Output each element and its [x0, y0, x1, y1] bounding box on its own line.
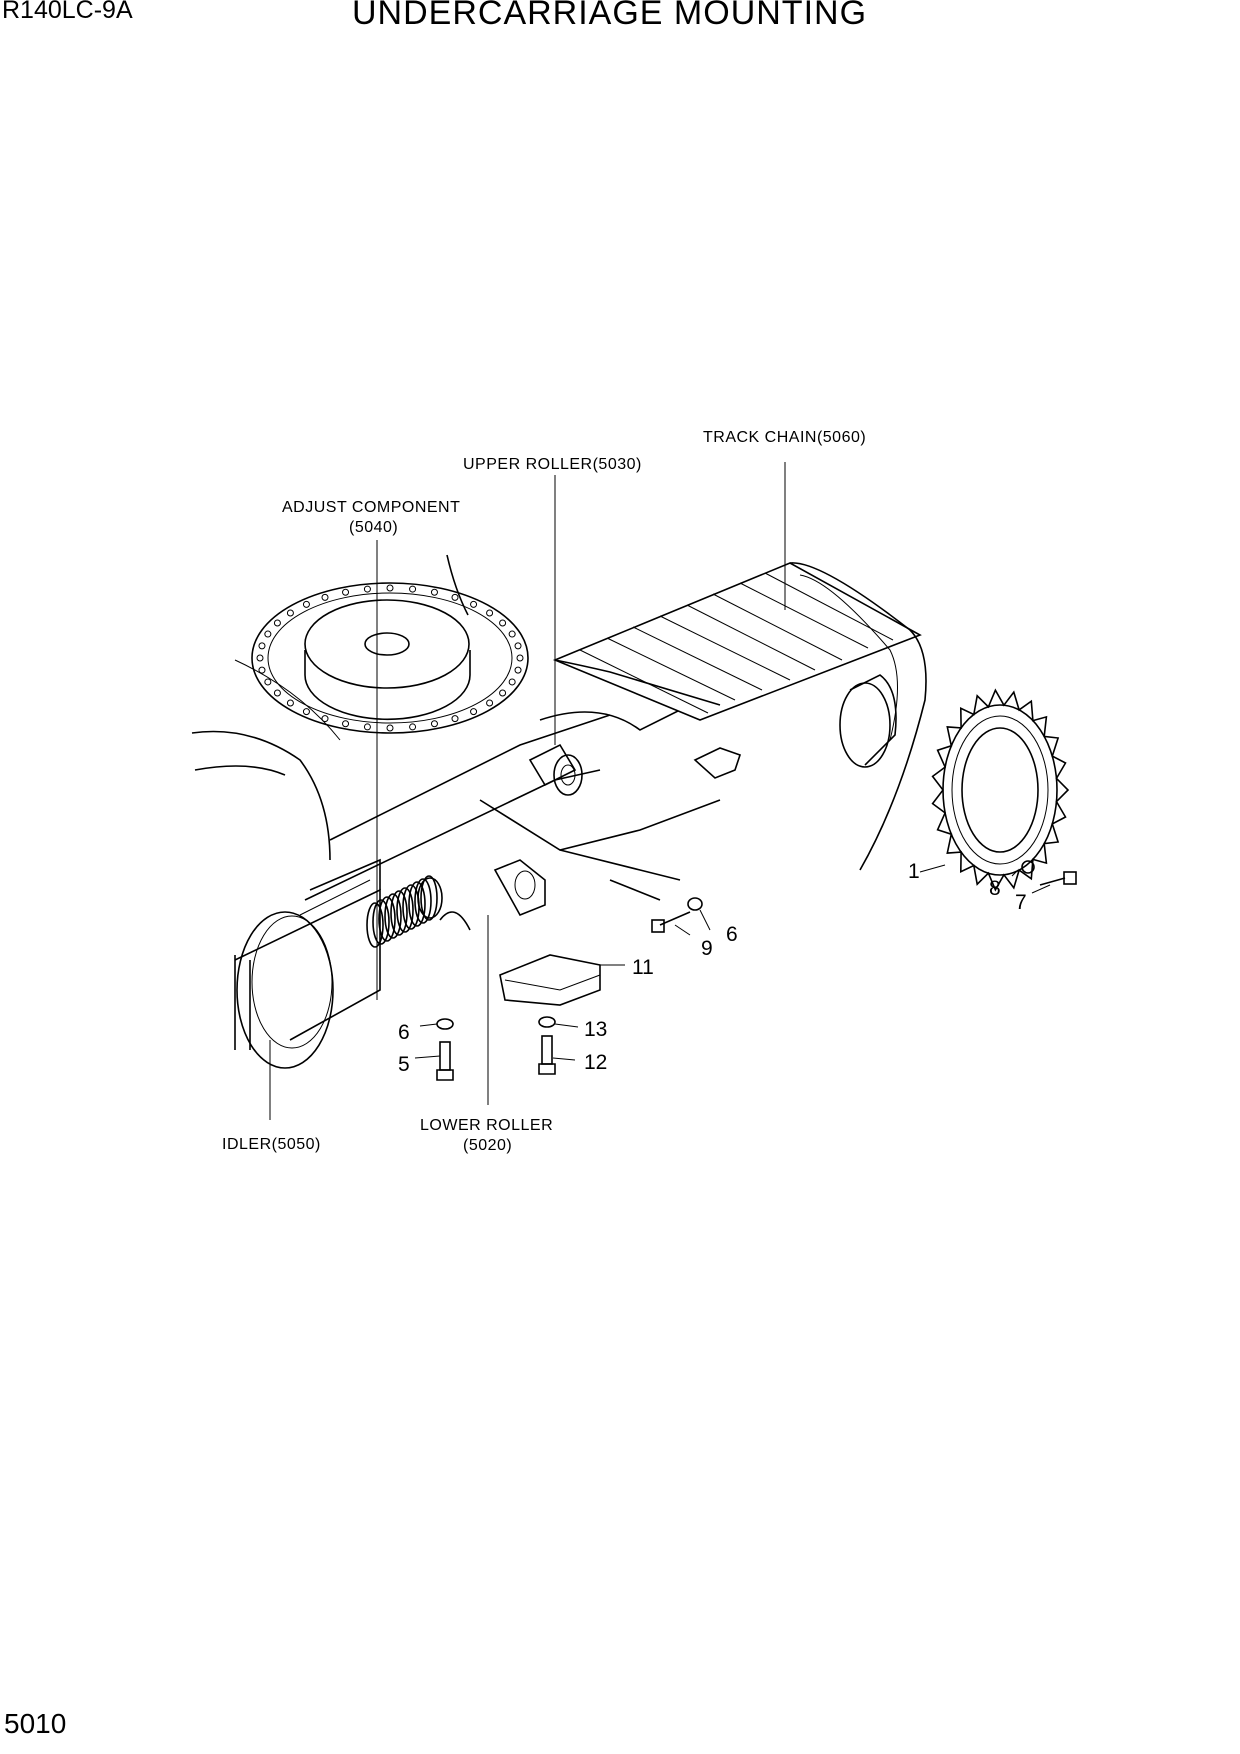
spring-coil: [366, 902, 384, 948]
label-track-chain: TRACK CHAIN(5060): [703, 429, 866, 446]
bolt-hole: [302, 600, 310, 608]
spring-coil: [414, 878, 432, 924]
part-number-13: 13: [584, 1018, 607, 1041]
spring-coil: [372, 899, 390, 945]
bolt-hole: [273, 689, 281, 697]
bolt-7: [1039, 871, 1077, 886]
spring-coil: [420, 875, 438, 921]
sprocket: [931, 688, 1070, 892]
bolt-hole: [514, 642, 522, 650]
part-number-12: 12: [584, 1051, 607, 1074]
washer-6a: [436, 1018, 454, 1030]
label-lower-roller: LOWER ROLLER: [420, 1117, 553, 1134]
bolt-hole: [258, 666, 266, 674]
bolt-hole: [302, 708, 310, 716]
spring-coil: [384, 893, 402, 939]
washer-8: [1021, 860, 1035, 874]
track-guide: [693, 747, 742, 779]
track-guard: [499, 954, 601, 1006]
spring-coil: [408, 881, 426, 927]
bolt-hole: [451, 593, 459, 601]
bolt-hole: [451, 715, 459, 723]
bolt-5: [436, 1041, 454, 1081]
spring-coil: [396, 887, 414, 933]
bolt-hole: [342, 588, 350, 596]
bolt-hole: [508, 630, 516, 638]
lower-roller-assembly: [439, 859, 546, 931]
swing-bearing: [251, 554, 529, 734]
bolt-hole: [258, 642, 266, 650]
adjust-spring: [366, 875, 443, 948]
bolt-hole: [499, 689, 507, 697]
label-adjust-component: ADJUST COMPONENT: [282, 499, 460, 516]
page-title: UNDERCARRIAGE MOUNTING: [352, 0, 868, 32]
part-number-5: 5: [398, 1053, 410, 1076]
bolt-12: [538, 1035, 556, 1075]
bolt-hole: [321, 593, 329, 601]
part-number-11: 11: [632, 956, 654, 979]
drive-motor: [839, 674, 897, 768]
bolt-hole: [430, 720, 438, 728]
label-upper-roller: UPPER ROLLER(5030): [463, 456, 642, 473]
bolt-hole: [470, 600, 478, 608]
part-number-7: 7: [1015, 891, 1027, 914]
page-number: 5010: [4, 1708, 67, 1739]
leader-lines: [269, 462, 1051, 1120]
bolt-hole: [363, 723, 371, 731]
bolt-hole: [321, 715, 329, 723]
washer-13: [538, 1016, 556, 1028]
bolt-hole: [286, 699, 294, 707]
part-number-6a: 6: [398, 1021, 410, 1044]
bolt-hole: [409, 723, 417, 731]
bolt-hole: [516, 654, 524, 662]
label-lower-roller-code: (5020): [463, 1137, 512, 1154]
bolt-hole: [264, 678, 272, 686]
bolt-9: [651, 911, 691, 933]
part-number-1: 1: [908, 860, 920, 883]
part-number-9: 9: [701, 937, 713, 960]
bolt-hole: [514, 666, 522, 674]
bolt-hole: [386, 724, 394, 732]
bolt-hole: [363, 585, 371, 593]
label-adjust-component-code: (5040): [349, 519, 398, 536]
idler: [234, 858, 381, 1069]
bolt-hole: [486, 609, 494, 617]
bolt-hole: [470, 708, 478, 716]
bolt-hole: [256, 654, 264, 662]
bolt-hole: [264, 630, 272, 638]
spring-coil: [390, 890, 408, 936]
label-idler: IDLER(5050): [222, 1136, 321, 1153]
bolt-hole: [342, 720, 350, 728]
bolt-hole: [409, 585, 417, 593]
bolt-hole: [430, 588, 438, 596]
part-number-6b: 6: [726, 923, 738, 946]
upper-roller: [528, 743, 583, 796]
bolt-hole: [286, 609, 294, 617]
bolt-hole: [273, 619, 281, 627]
bolt-hole: [486, 699, 494, 707]
bolt-hole: [508, 678, 516, 686]
bolt-hole: [499, 619, 507, 627]
spring-coil: [378, 896, 396, 942]
model-code: R140LC-9A: [2, 0, 133, 24]
washer-6b: [687, 897, 703, 911]
bolt-hole: [386, 584, 394, 592]
part-number-8: 8: [989, 877, 1001, 900]
track-chain: [552, 562, 927, 871]
